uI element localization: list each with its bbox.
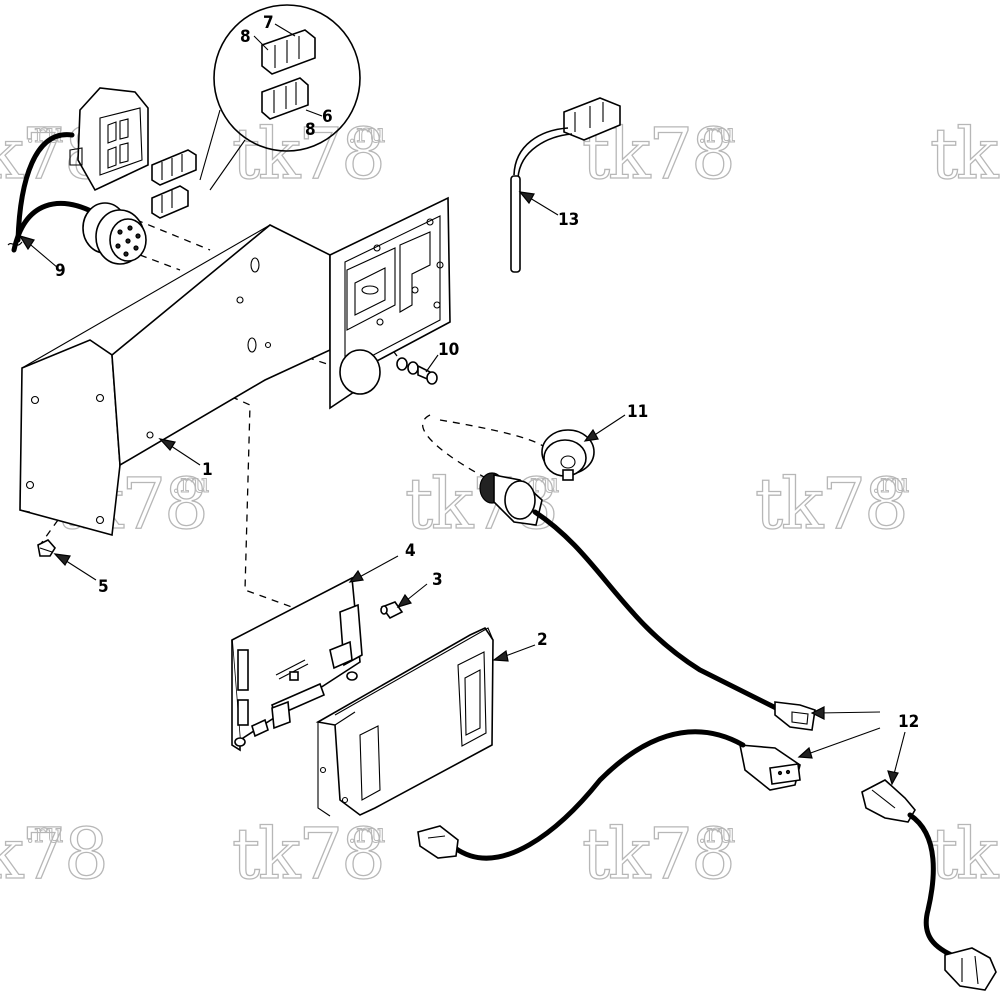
callout-13: 13	[558, 210, 579, 230]
callout-1: 1	[202, 460, 213, 480]
callout-3: 3	[432, 570, 443, 590]
svg-text:.ru: .ru	[872, 469, 909, 499]
svg-text:tk78: tk78	[930, 813, 1000, 895]
callout-8-second: 8	[305, 120, 316, 140]
watermark: tk78.ru	[231, 112, 386, 195]
svg-text:.ru: .ru	[348, 119, 385, 149]
callout-12: 12	[898, 712, 919, 732]
svg-text:tk78: tk78	[232, 813, 384, 895]
cable-assemblies-part-12	[417, 472, 997, 991]
watermark: tk78.ru	[581, 812, 736, 895]
leader-lines	[18, 191, 906, 786]
mounting-bracket	[19, 196, 451, 537]
callout-6: 6	[322, 107, 333, 127]
callout-8: 8	[240, 27, 251, 47]
ferrite-ring-part-11	[541, 429, 595, 481]
watermark: tk78.ru	[754, 462, 910, 545]
watermark: tk78.ru	[0, 812, 109, 895]
svg-text:tk78: tk78	[232, 113, 384, 195]
callout-5: 5	[98, 577, 109, 597]
svg-text:tk78: tk78	[755, 463, 907, 545]
watermark: tk78.ru	[231, 812, 386, 895]
harness-part-9	[7, 87, 149, 265]
terminals	[151, 149, 197, 219]
svg-text:tk78: tk78	[0, 813, 107, 895]
svg-text:.ru: .ru	[698, 819, 735, 849]
board-bracket-part-2	[315, 626, 494, 817]
detail-magnifier	[199, 4, 361, 191]
svg-text:.ru: .ru	[348, 819, 385, 849]
screw-part-5	[37, 539, 56, 557]
watermarks: tk78.ru tk78.ru tk78.ru tk78 tk78.ru tk7…	[0, 112, 1000, 895]
callout-7: 7	[263, 13, 274, 33]
svg-text:.ru: .ru	[172, 469, 209, 499]
svg-text:.ru: .ru	[698, 119, 735, 149]
bolt-and-washers-part-10	[396, 357, 438, 385]
watermark: tk78	[929, 112, 1000, 195]
sensor-part-13	[510, 97, 621, 273]
callout-9: 9	[55, 261, 66, 281]
svg-text:.ru: .ru	[26, 819, 63, 849]
callout-10: 10	[438, 340, 459, 360]
svg-text:tk78: tk78	[930, 113, 1000, 195]
standoff-part-3	[380, 601, 404, 620]
circuit-board-part-4	[231, 576, 363, 752]
callouts: 1 2 3 4 5 6 7 8 8 9 10 11 12 13	[55, 13, 919, 732]
watermark: tk78	[929, 812, 1000, 895]
callout-4: 4	[405, 541, 416, 561]
callout-11: 11	[627, 402, 648, 422]
svg-text:tk78: tk78	[582, 813, 734, 895]
callout-2: 2	[537, 630, 548, 650]
